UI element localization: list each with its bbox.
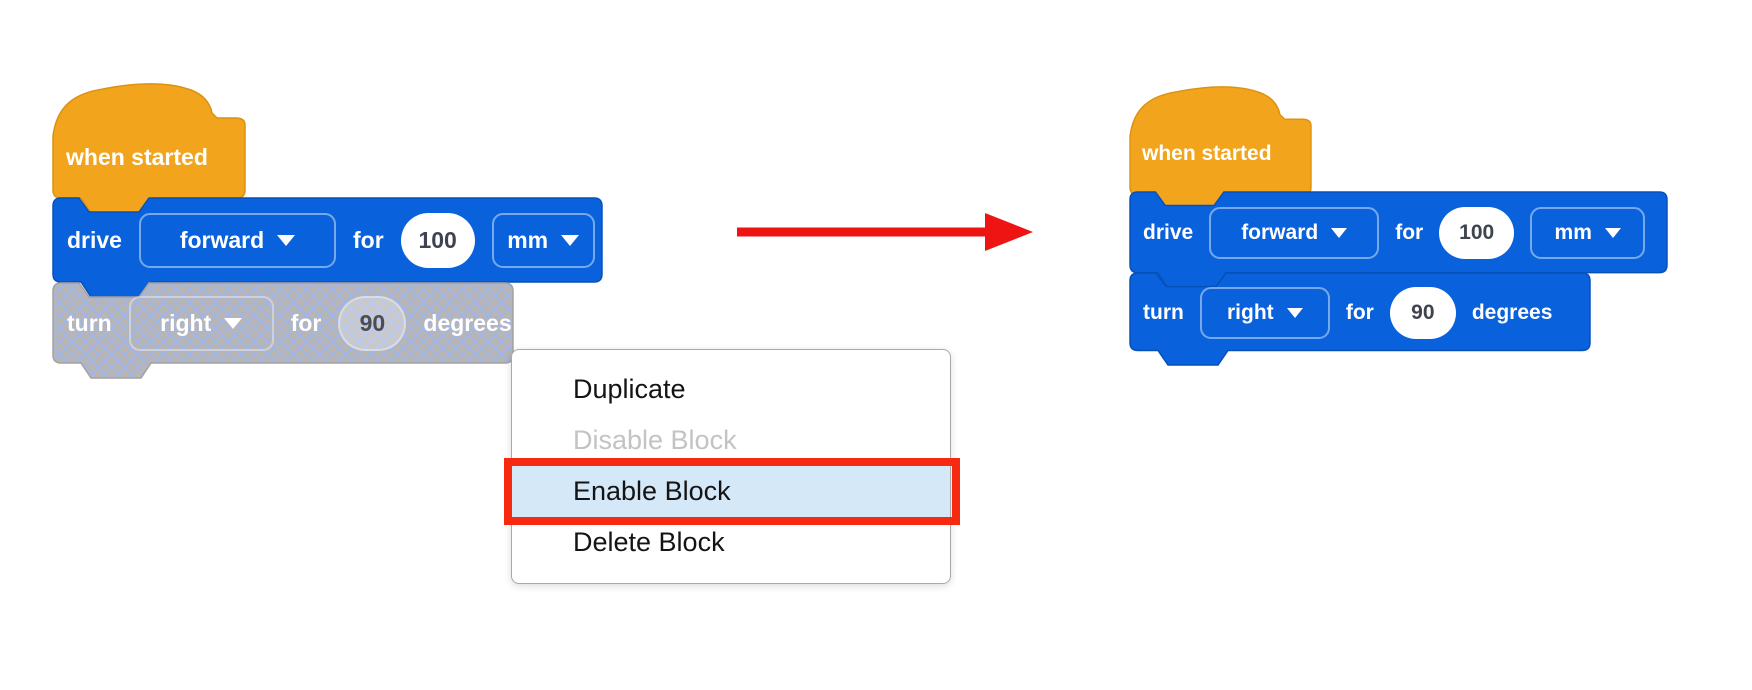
when-started-hat-block-right[interactable]: when started bbox=[1129, 86, 1312, 210]
context-menu: Duplicate Disable Block Enable Block Del… bbox=[504, 349, 960, 584]
chevron-down-icon bbox=[1604, 227, 1621, 238]
direction-dropdown-value: forward bbox=[1241, 220, 1319, 244]
turn-block-right-enabled[interactable]: turn right for 90 degrees bbox=[1129, 272, 1591, 366]
drive-block-right[interactable]: drive forward for 100 mm bbox=[1129, 191, 1668, 288]
distance-value: 100 bbox=[418, 226, 457, 253]
unit-dropdown-value: mm bbox=[1554, 220, 1592, 244]
for-label: for bbox=[290, 310, 322, 336]
hat-block-label: when started bbox=[66, 144, 208, 170]
drive-verb-label: drive bbox=[1143, 220, 1194, 244]
direction-dropdown-value: forward bbox=[179, 226, 265, 253]
transition-arrow-icon bbox=[730, 205, 1050, 260]
turn-verb-label: turn bbox=[1143, 300, 1184, 324]
turn-direction-dropdown[interactable]: right bbox=[128, 296, 274, 351]
menu-item-delete-block[interactable]: Delete Block bbox=[573, 527, 725, 557]
turn-direction-dropdown[interactable]: right bbox=[1199, 286, 1330, 339]
direction-dropdown[interactable]: forward bbox=[138, 212, 336, 268]
degrees-label: degrees bbox=[1471, 300, 1553, 324]
direction-dropdown[interactable]: forward bbox=[1209, 206, 1380, 259]
chevron-down-icon bbox=[277, 234, 296, 246]
for-label: for bbox=[1395, 220, 1424, 244]
angle-input[interactable]: 90 bbox=[1389, 286, 1456, 339]
angle-input[interactable]: 90 bbox=[338, 296, 407, 351]
drive-verb-label: drive bbox=[67, 226, 122, 253]
unit-dropdown-value: mm bbox=[507, 226, 549, 253]
distance-input[interactable]: 100 bbox=[1439, 206, 1515, 259]
chevron-down-icon bbox=[1286, 307, 1303, 318]
angle-value: 90 bbox=[359, 310, 386, 336]
unit-dropdown[interactable]: mm bbox=[1530, 206, 1646, 259]
drive-block-left[interactable]: drive forward for 100 mm bbox=[52, 197, 603, 298]
angle-value: 90 bbox=[1411, 300, 1435, 324]
degrees-label: degrees bbox=[423, 310, 512, 336]
menu-item-duplicate[interactable]: Duplicate bbox=[573, 374, 686, 404]
when-started-hat-block-left[interactable]: when started bbox=[52, 83, 246, 214]
chevron-down-icon bbox=[1331, 227, 1348, 238]
turn-verb-label: turn bbox=[67, 310, 112, 336]
chevron-down-icon bbox=[224, 318, 243, 329]
for-label: for bbox=[352, 226, 384, 253]
unit-dropdown[interactable]: mm bbox=[491, 212, 595, 268]
for-label: for bbox=[1345, 300, 1374, 324]
distance-input[interactable]: 100 bbox=[400, 212, 475, 268]
menu-item-enable-block[interactable]: Enable Block bbox=[512, 466, 950, 517]
distance-value: 100 bbox=[1459, 220, 1495, 244]
turn-direction-value: right bbox=[1227, 300, 1274, 324]
turn-direction-value: right bbox=[160, 310, 212, 336]
chevron-down-icon bbox=[561, 234, 580, 246]
menu-item-disable-block: Disable Block bbox=[573, 425, 737, 455]
stack-block-shape bbox=[1129, 272, 1591, 366]
hat-block-label: when started bbox=[1142, 142, 1272, 165]
turn-block-left-disabled[interactable]: turn right for 90 degrees bbox=[52, 282, 514, 379]
